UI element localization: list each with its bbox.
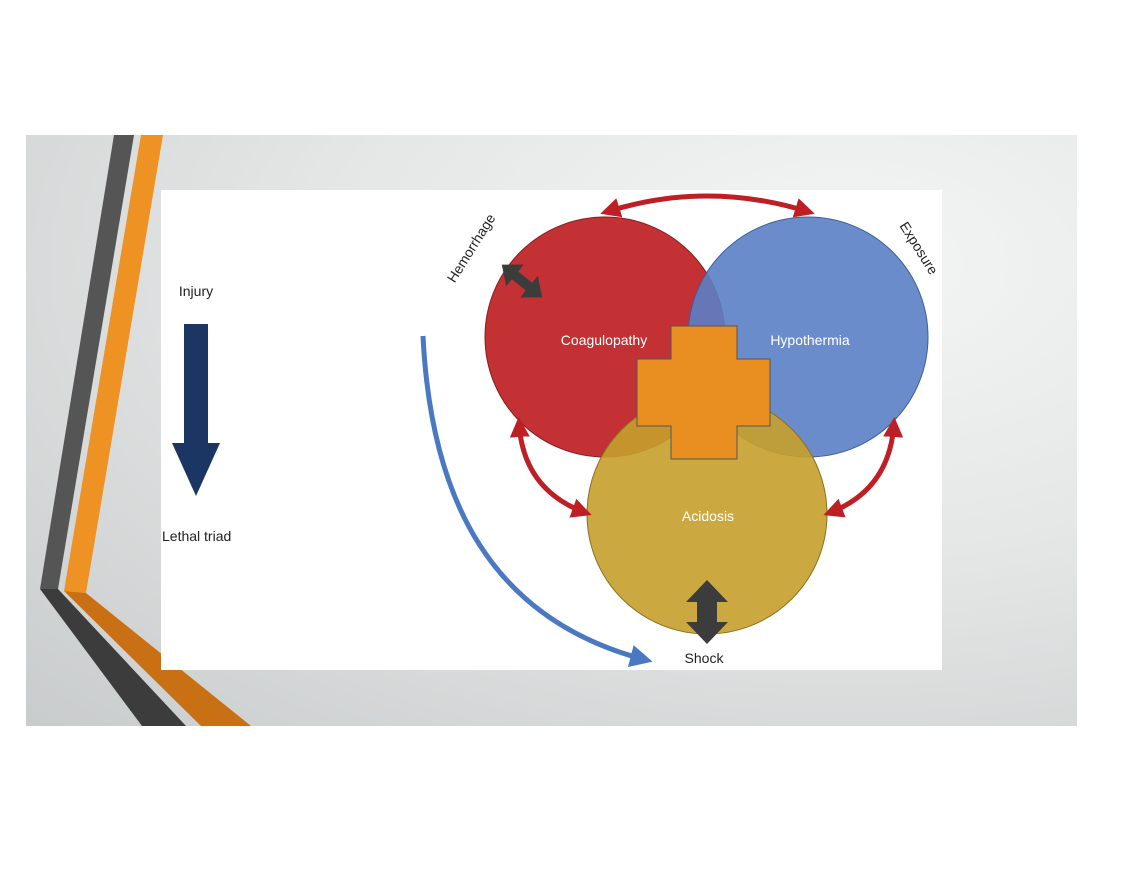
stripe-orange-lower: [64, 591, 251, 726]
injury-label: Injury: [178, 283, 214, 299]
orange-cross: [636, 325, 771, 460]
lethal-triad-diagram: [172, 193, 929, 667]
shock-label: Shock: [684, 650, 724, 666]
hypothermia-label: Hypothermia: [770, 332, 850, 348]
slide-stripe-decor: [40, 135, 251, 726]
shock-pathway-curve: [420, 335, 653, 667]
injury-to-triad-arrow: [172, 324, 220, 496]
acidosis-label: Acidosis: [681, 508, 735, 524]
lethal-triad-label: Lethal triad: [162, 528, 232, 544]
shock-double-arrow: [686, 580, 728, 644]
slide-background: Injury Lethal triad Coagulopathy Hypothe…: [26, 135, 1077, 726]
coagulopathy-label: Coagulopathy: [560, 332, 648, 348]
stripe-orange-upper: [64, 135, 163, 593]
cycle-arrow-left: [509, 417, 592, 518]
hemorrhage-double-arrow: [501, 264, 543, 298]
cycle-arrow-right: [823, 417, 904, 518]
lethal-triad-figure: Injury Lethal triad Coagulopathy Hypothe…: [161, 190, 942, 670]
stripe-dark-lower: [40, 589, 186, 726]
cycle-arrow-top: [600, 193, 815, 218]
stripe-dark-upper: [40, 135, 134, 589]
